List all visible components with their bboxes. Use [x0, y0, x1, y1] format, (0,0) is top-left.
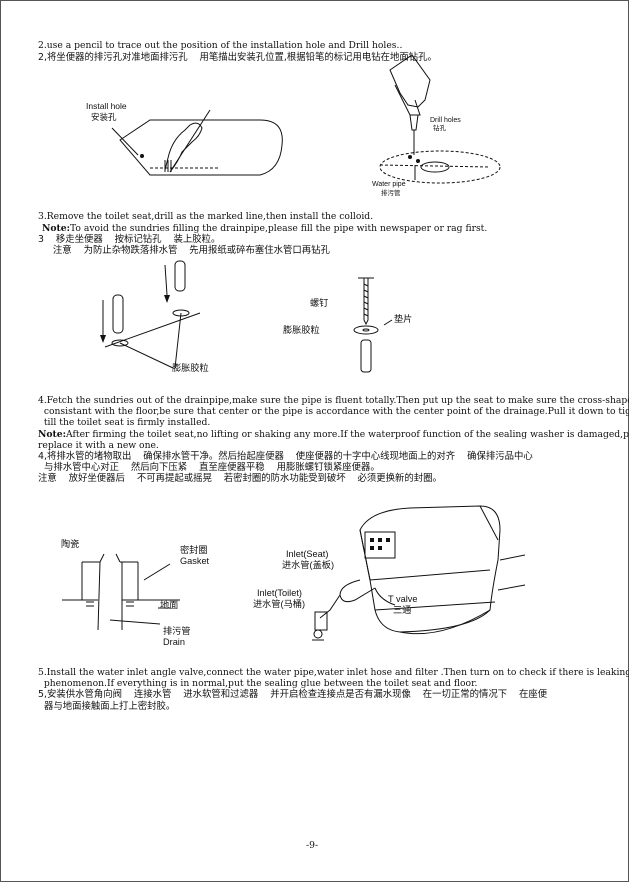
- drill-holes-label-en: Drill holes: [430, 117, 461, 124]
- step4-en1: 4.Fetch the sundries out of the drainpip…: [38, 395, 629, 406]
- step2-en: 2.use a pencil to trace out the position…: [38, 40, 403, 51]
- figure-screw-washer-colloid: [353, 277, 393, 373]
- step3-note-label: Note:: [42, 223, 71, 234]
- inlet-toilet-label-en: Inlet(Toilet): [257, 588, 302, 598]
- water-pipe-label-cn: 排污管: [381, 190, 401, 197]
- step3-cn2: 注意 为防止杂物跌落排水管 先用报纸或碎布塞住水管口再钻孔: [38, 245, 330, 256]
- washer-label: 垫片: [394, 314, 413, 324]
- t-valve-label-en: T valve: [388, 594, 418, 604]
- step2-cn: 2,将坐便器的排污孔对准地面排污孔 用笔描出安装孔位置,根据铅笔的标记用电钻在地…: [38, 52, 437, 63]
- water-pipe-label-en: Water pipe: [372, 181, 406, 188]
- step3-note-text: To avoid the sundries filling the drainp…: [70, 223, 488, 234]
- expansion-label-bottom: 膨胀胶粒: [172, 363, 209, 373]
- floor-label: 地面: [160, 600, 179, 610]
- step4-note2: replace it with a new one.: [38, 440, 159, 451]
- figure-smart-toilet: [312, 505, 526, 641]
- figure-trace-install-hole: [111, 109, 283, 176]
- step5-en2: phenomenon.If everything is in normal,pu…: [38, 678, 478, 689]
- page-number: -9-: [306, 840, 319, 851]
- ceramic-label: 陶瓷: [61, 539, 80, 549]
- screw-label: 螺钉: [310, 298, 329, 308]
- figure-drill-colloid: [100, 260, 201, 369]
- step5-en1: 5.Install the water inlet angle valve,co…: [38, 667, 629, 678]
- step4-note-text1: After firming the toilet seat,no lifting…: [66, 429, 629, 440]
- step4-cn3: 注意 放好坐便器后 不可再提起或摇晃 若密封圈的防水功能受到破坏 必须更换新的封…: [38, 473, 442, 484]
- step3-cn1: 3 移走坐便器 按标记钻孔 装上胶粒。: [38, 234, 221, 245]
- step4-note1: Note:After firming the toilet seat,no li…: [38, 429, 629, 440]
- step4-cn2: 与排水管中心对正 然后向下压紧 直至座便器平稳 用膨胀螺钉锁紧座便器。: [38, 462, 380, 473]
- drain-label-cn: 排污管: [163, 626, 191, 636]
- install-hole-label-cn: 安装孔: [91, 112, 117, 122]
- inlet-seat-label-en: Inlet(Seat): [286, 549, 329, 559]
- figure-gasket-drain: [62, 553, 180, 631]
- step4-en2: consistant with the floor,be sure that c…: [38, 406, 629, 417]
- drill-holes-label-cn: 钻孔: [433, 125, 446, 132]
- install-hole-label-en: Install hole: [86, 101, 127, 111]
- step5-cn1: 5,安装供水管角向阀 连接水管 进水软管和过滤器 并开启检查连接点是否有漏水现像…: [38, 689, 548, 700]
- step3-note: Note:To avoid the sundries filling the d…: [42, 223, 487, 234]
- gasket-label-en: Gasket: [180, 556, 210, 566]
- gasket-label-cn: 密封圈: [180, 545, 208, 555]
- inlet-seat-label-cn: 进水管(盖板): [282, 560, 335, 570]
- t-valve-label-cn: 三通: [393, 605, 412, 615]
- expansion-label-left: 膨胀胶粒: [283, 325, 320, 335]
- step3-en: 3.Remove the toilet seat,drill as the ma…: [38, 211, 374, 222]
- step4-cn1: 4,将排水管的堵物取出 确保排水管干净。然后抬起座便器 使座便器的十字中心线现地…: [38, 451, 533, 462]
- figure-drill: [379, 54, 501, 184]
- step4-note-label: Note:: [38, 429, 67, 440]
- step4-en3: till the toilet seat is firmly installed…: [38, 417, 211, 428]
- inlet-toilet-label-cn: 进水管(马桶): [253, 599, 306, 609]
- step5-cn2: 器与地面接触面上打上密封胶。: [38, 701, 176, 712]
- drain-label-en: Drain: [163, 637, 185, 647]
